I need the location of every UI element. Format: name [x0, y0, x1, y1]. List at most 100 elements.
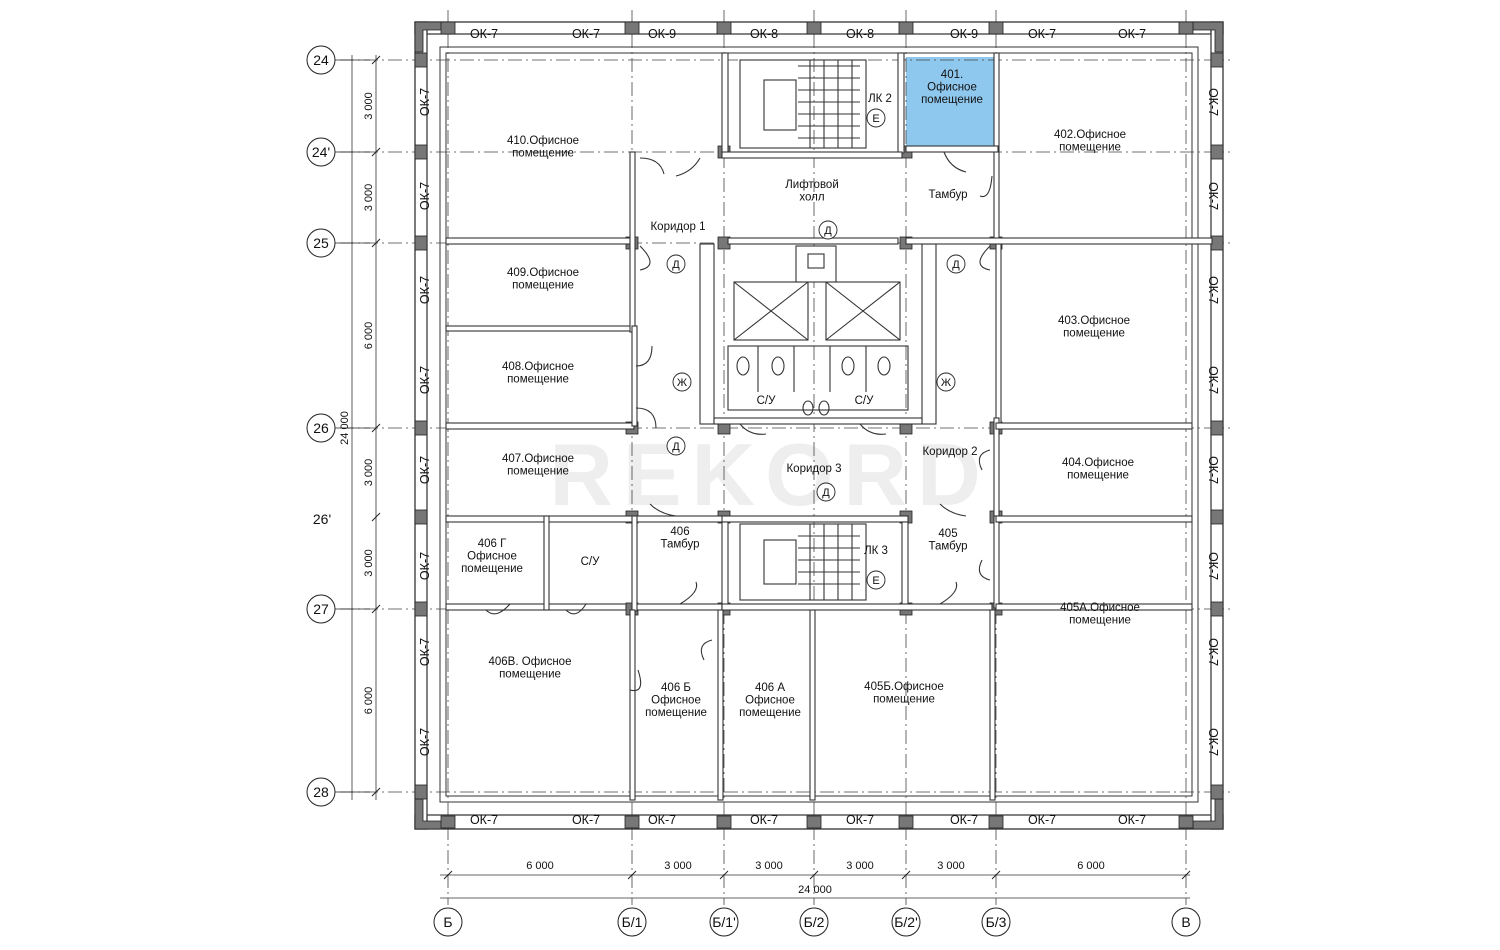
room-label-r401: помещение	[921, 94, 983, 106]
dim-bottom-label: 3 000	[664, 860, 692, 872]
room-label-su2: С/У	[757, 395, 777, 407]
room-label-corr3: Коридор 3	[786, 463, 841, 475]
room-label-su3: С/У	[855, 395, 875, 407]
room-label-r401: 401.	[941, 69, 963, 81]
window-label-left: ОК-7	[418, 276, 432, 304]
room-labels: 401.Офисноепомещение402.Офисноепомещение…	[461, 69, 1140, 719]
marker-d	[666, 436, 686, 456]
room-label-r410: 410.Офисное	[507, 135, 579, 147]
room-label-r404: помещение	[1067, 470, 1129, 482]
room-label-r405a: 405А.Офисное	[1060, 602, 1140, 614]
marker-d	[816, 482, 836, 502]
axis-col-label: В	[1181, 914, 1190, 930]
room-label-r401: Офисное	[927, 82, 977, 94]
axis-col-bubble	[891, 907, 921, 937]
room-label-r406g: 406 Г	[478, 538, 507, 550]
window-label-bottom: ОК-7	[750, 813, 778, 827]
window-label-top: ОК-8	[846, 27, 874, 41]
window-label-right: ОК-7	[1206, 276, 1220, 304]
axis-col-bubble	[799, 907, 829, 937]
window-label-right: ОК-7	[1206, 88, 1220, 116]
axis-row-label: 24'	[312, 144, 330, 160]
room-label-r403: 403.Офисное	[1058, 315, 1130, 327]
room-label-r407: 407.Офисное	[502, 453, 574, 465]
dim-left-label: 6 000	[363, 322, 375, 350]
room-label-lifthall: холл	[799, 192, 824, 204]
room-label-r409: помещение	[512, 280, 574, 292]
dim-left-label: 3 000	[363, 92, 375, 120]
room-label-r410: помещение	[512, 148, 574, 160]
axis-col-label: Б/1'	[712, 914, 736, 930]
window-label-left: ОК-7	[418, 88, 432, 116]
room-label-r405: 405	[938, 528, 957, 540]
window-label-left: ОК-7	[418, 728, 432, 756]
dimension-labels: 6 000 3 000 3 000 3 000 3 000 6 000 24 000 3 00…	[339, 55, 1191, 896]
room-label-r406b: Офисное	[651, 695, 701, 707]
room-label-r406g: помещение	[461, 563, 523, 575]
window-label-top: ОК-7	[1028, 27, 1056, 41]
marker-d-label: Д	[672, 259, 680, 271]
room-label-r405b: 405Б.Офисное	[864, 681, 944, 693]
window-label-left: ОК-7	[418, 182, 432, 210]
room-label-lifthall: Лифтовой	[785, 179, 839, 191]
dim-left-label: 3 000	[363, 549, 375, 577]
watermark: REKORD	[549, 425, 990, 524]
room-label-r402: 402.Офисное	[1054, 129, 1126, 141]
window-label-top: ОК-8	[750, 27, 778, 41]
room-label-r406a: 406 А	[755, 682, 785, 694]
room-label-r407: помещение	[507, 466, 569, 478]
window-label-top: ОК-7	[470, 27, 498, 41]
room-label-r408: 408.Офисное	[502, 361, 574, 373]
axis-col-label: Б/2'	[894, 914, 918, 930]
axis-col-label: Б/2	[804, 914, 825, 930]
marker-zh	[936, 372, 956, 392]
window-label-right: ОК-7	[1206, 456, 1220, 484]
room-401-highlight[interactable]	[906, 57, 997, 151]
dim-bottom-label: 3 000	[755, 860, 783, 872]
room-label-r405: Тамбур	[928, 541, 967, 553]
room-label-r406v: помещение	[499, 669, 561, 681]
marker-e	[866, 570, 886, 590]
room-label-r406a: помещение	[739, 707, 801, 719]
axis-col-bubble	[433, 907, 463, 937]
marker-d-label: Д	[824, 225, 832, 237]
dim-left-label: 6 000	[363, 687, 375, 715]
dim-bottom-label: 3 000	[937, 860, 965, 872]
axis-row-label: 26'	[313, 511, 331, 527]
room-label-su1: С/У	[581, 556, 601, 568]
marker-d-label: Д	[822, 487, 830, 499]
dim-total-bottom: 24 000	[798, 884, 832, 896]
window-label-left: ОК-7	[418, 456, 432, 484]
window-label-right: ОК-7	[1206, 638, 1220, 666]
window-label-top: ОК-7	[1118, 27, 1146, 41]
marker-d-label: Д	[952, 259, 960, 271]
room-label-r404: 404.Офисное	[1062, 457, 1134, 469]
window-label-right: ОК-7	[1206, 182, 1220, 210]
window-label-left: ОК-7	[418, 366, 432, 394]
marker-zh	[672, 372, 692, 392]
windows-right: ОК-7ОК-7ОК-7ОК-7ОК-7ОК-7ОК-7ОК-7	[1206, 88, 1220, 756]
window-label-top: ОК-9	[648, 27, 676, 41]
dim-bottom-label: 6 000	[1077, 860, 1105, 872]
room-label-corr2: Коридор 2	[922, 446, 977, 458]
room-label-r403: помещение	[1063, 328, 1125, 340]
room-label-r405b: помещение	[873, 694, 935, 706]
room-label-r402: помещение	[1059, 142, 1121, 154]
marker-e-label: Е	[872, 575, 879, 587]
window-label-top: ОК-7	[572, 27, 600, 41]
dim-left-label: 3 000	[363, 459, 375, 487]
room-label-lk2: ЛК 2	[868, 93, 892, 105]
window-label-bottom: ОК-7	[1118, 813, 1146, 827]
axis-col-bubble	[1171, 907, 1201, 937]
room-label-tambur: Тамбур	[928, 189, 967, 201]
axis-row-label: 26	[313, 420, 329, 436]
axis-col-label: Б/3	[986, 914, 1007, 930]
room-label-lk3: ЛК 3	[864, 545, 888, 557]
axis-col-bubble	[981, 907, 1011, 937]
room-label-corr1: Коридор 1	[650, 221, 705, 233]
window-label-left: ОК-7	[418, 638, 432, 666]
dim-bottom-label: 6 000	[526, 860, 554, 872]
